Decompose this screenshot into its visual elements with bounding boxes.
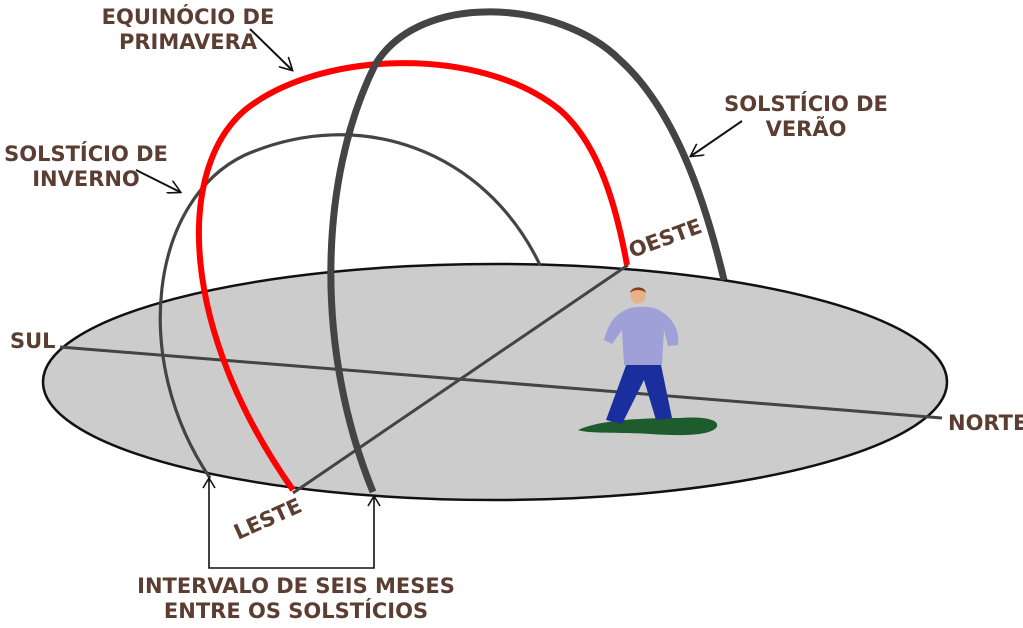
east-label: LESTE: [230, 494, 305, 545]
person-head: [630, 288, 646, 304]
winter-label-line1: SOLSTÍCIO DE: [4, 141, 168, 166]
person-shirt: [604, 306, 679, 365]
spring-equinox-arc: [196, 60, 630, 492]
observer-person: [578, 287, 718, 436]
south-label: SUL: [10, 329, 56, 353]
winter-pointer-arrow: [135, 169, 180, 192]
interval-label-line2: ENTRE OS SOLSTÍCIOS: [164, 598, 428, 623]
interval-arrowhead-right: [367, 494, 381, 507]
winter-label-line2: INVERNO: [32, 167, 140, 191]
equinox-label-line2: PRIMAVERA: [119, 30, 258, 54]
east-west-line: [292, 263, 629, 495]
person-pants: [606, 360, 672, 424]
person-shadow: [578, 417, 718, 436]
summer-pointer-arrow: [691, 120, 743, 156]
equinox-label-line1: EQUINÓCIO DE: [102, 4, 275, 29]
summer-label-line1: SOLSTÍCIO DE: [724, 91, 888, 116]
person-hair: [630, 287, 646, 293]
west-label: OESTE: [626, 214, 706, 263]
summer-solstice-arc: [327, 8, 728, 494]
winter-solstice-arc: [158, 133, 542, 479]
interval-label-line1: INTERVALO DE SEIS MESES: [137, 574, 455, 598]
summer-label-line2: VERÃO: [766, 116, 847, 141]
north-label: NORTE: [948, 411, 1023, 435]
south-north-line: [59, 345, 943, 420]
equinox-pointer-arrow: [249, 28, 292, 70]
interval-bracket: [208, 478, 375, 569]
interval-arrowhead-left: [202, 476, 216, 489]
